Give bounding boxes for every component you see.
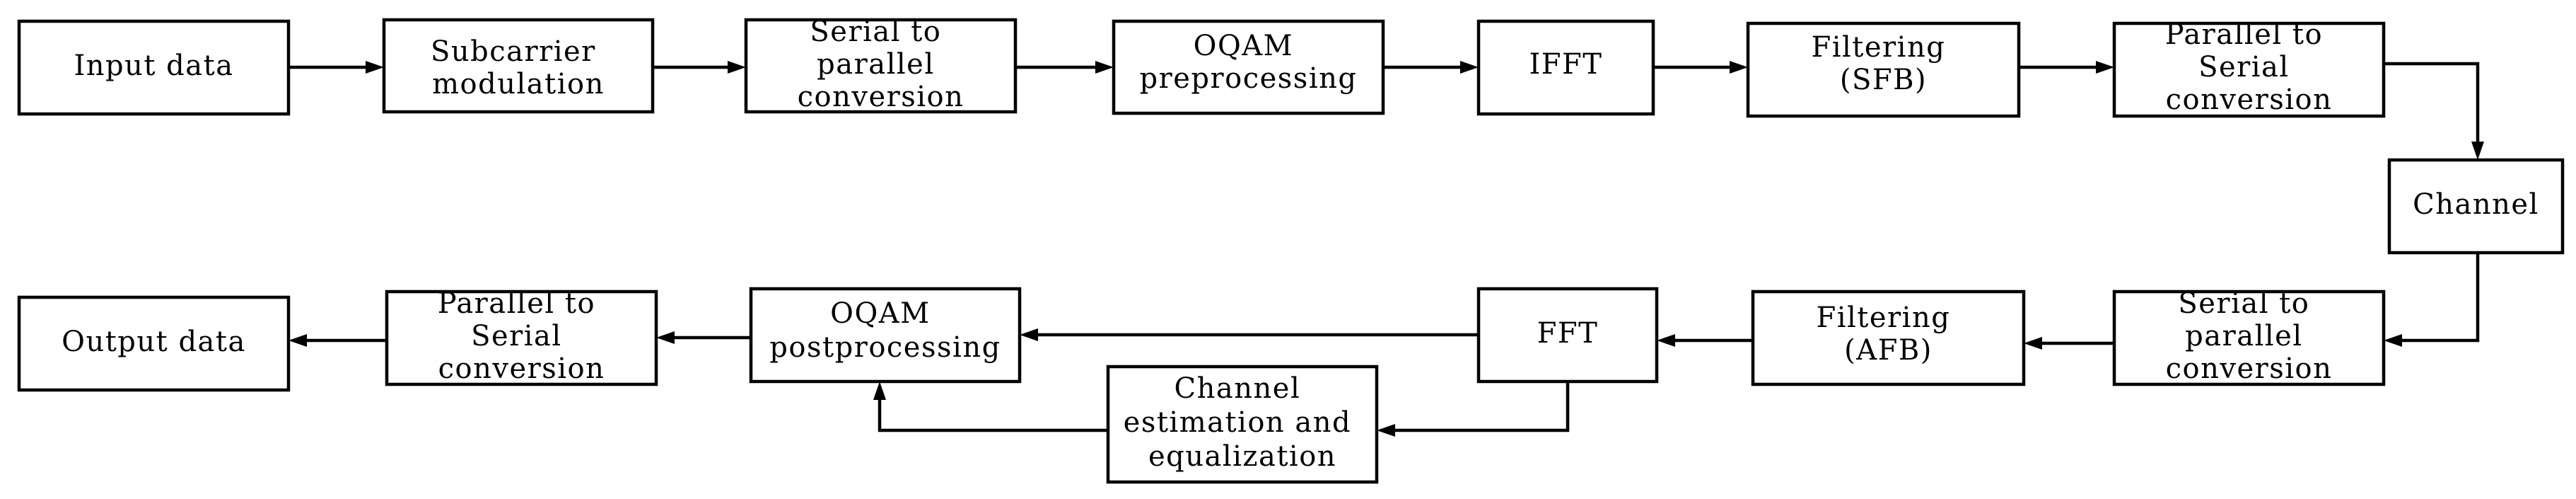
arrow-oqam-post-to-parallel-serial bbox=[656, 331, 751, 344]
block-subcarrier-modulation: Subcarrier modulation bbox=[382, 18, 655, 114]
block-label: Parallel to Serial conversion bbox=[2165, 18, 2333, 116]
block-label: Channel bbox=[2413, 188, 2539, 221]
arrow-input-to-subcarrier bbox=[289, 61, 384, 74]
block-ifft: IFFT bbox=[1476, 19, 1655, 116]
arrow-parallel-serial-to-channel bbox=[2384, 62, 2484, 160]
arrow-fft-to-channel-estimation bbox=[1377, 382, 1570, 437]
block-label: Input data bbox=[74, 50, 233, 82]
arrow-serial-parallel-to-oqam-pre bbox=[1015, 61, 1114, 74]
block-parallel-to-serial-tx: Parallel to Serial conversion bbox=[2112, 18, 2386, 118]
block-label: Serial to parallel conversion bbox=[798, 16, 964, 113]
block-label: Output data bbox=[62, 326, 246, 358]
arrow-afb-to-fft bbox=[1657, 334, 1753, 347]
arrow-channel-to-serial-parallel bbox=[2384, 253, 2480, 347]
block-label: FFT bbox=[1537, 317, 1599, 350]
block-filtering-sfb: Filtering (SFB) bbox=[1746, 21, 2021, 118]
block-parallel-to-serial-rx: Parallel to Serial conversion bbox=[385, 287, 658, 386]
block-oqam-postprocessing: OQAM postprocessing bbox=[749, 287, 1022, 384]
block-input-data: Input data bbox=[17, 19, 291, 116]
block-label: Parallel to Serial conversion bbox=[438, 287, 606, 385]
arrow-oqam-pre-to-ifft bbox=[1383, 61, 1479, 74]
arrow-serial-parallel-to-afb bbox=[2024, 337, 2114, 350]
arrow-sfb-to-parallel-serial bbox=[2019, 61, 2114, 74]
block-label: Serial to parallel conversion bbox=[2166, 287, 2333, 385]
block-channel-estimation: Channel estimation and equalization bbox=[1106, 365, 1379, 484]
block-label: OQAM postprocessing bbox=[769, 297, 1001, 364]
block-serial-to-parallel-tx: Serial to parallel conversion bbox=[744, 16, 1018, 114]
arrow-ifft-to-sfb bbox=[1653, 61, 1748, 74]
arrow-parallel-serial-to-output bbox=[289, 334, 387, 347]
block-label: Filtering (AFB) bbox=[1816, 302, 1960, 367]
block-serial-to-parallel-rx: Serial to parallel conversion bbox=[2112, 287, 2386, 386]
block-fft: FFT bbox=[1476, 287, 1659, 384]
block-label: Subcarrier modulation bbox=[431, 35, 606, 101]
block-label: OQAM preprocessing bbox=[1140, 30, 1358, 95]
block-filtering-afb: Filtering (AFB) bbox=[1751, 289, 2026, 386]
arrow-fft-to-oqam-post bbox=[1020, 328, 1479, 341]
block-label: Filtering (SFB) bbox=[1811, 31, 1955, 96]
block-channel: Channel bbox=[2387, 158, 2565, 255]
block-label: IFFT bbox=[1529, 48, 1603, 81]
block-label: Channel estimation and equalization bbox=[1124, 372, 1362, 473]
block-output-data: Output data bbox=[17, 295, 291, 392]
arrow-subcarrier-to-serial-parallel bbox=[653, 61, 746, 74]
arrow-channel-estimation-to-oqam-post bbox=[873, 382, 1108, 432]
block-oqam-preprocessing: OQAM preprocessing bbox=[1112, 19, 1385, 115]
